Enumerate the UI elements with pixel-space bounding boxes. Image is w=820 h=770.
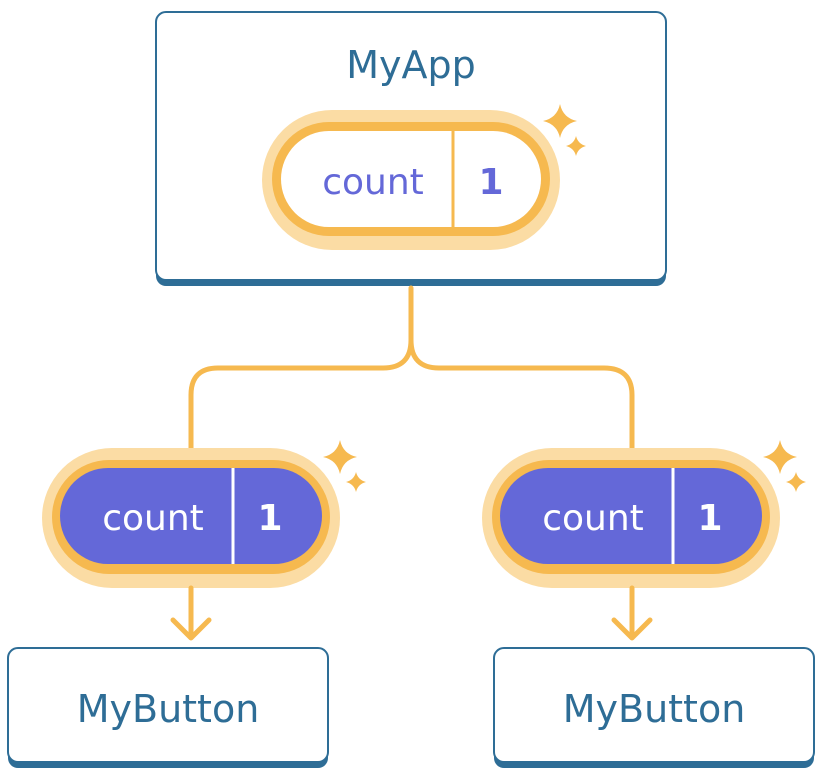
- connector-lines: [188, 285, 635, 453]
- parent-state-name: count: [322, 162, 424, 203]
- left-prop-name: count: [102, 498, 204, 539]
- sparkle-icon: [763, 440, 806, 492]
- left-prop-value: 1: [257, 498, 282, 539]
- child-component-left: MyButton: [7, 647, 329, 768]
- parent-state-pill: count 1: [262, 110, 560, 250]
- right-prop-pill: count 1: [482, 448, 780, 588]
- right-prop-value: 1: [697, 498, 722, 539]
- arrow-down-icon: [170, 585, 212, 641]
- arrow-down-icon: [611, 585, 653, 641]
- left-prop-pill: count 1: [42, 448, 340, 588]
- child-title: MyButton: [77, 687, 260, 731]
- child-component-right: MyButton: [493, 647, 815, 768]
- parent-state-value: 1: [478, 162, 503, 203]
- child-title: MyButton: [563, 687, 746, 731]
- parent-component: MyApp count 1: [155, 11, 667, 286]
- sparkle-icon: [543, 104, 586, 156]
- right-prop-name: count: [542, 498, 644, 539]
- parent-title: MyApp: [346, 43, 476, 87]
- sparkle-icon: [323, 440, 366, 492]
